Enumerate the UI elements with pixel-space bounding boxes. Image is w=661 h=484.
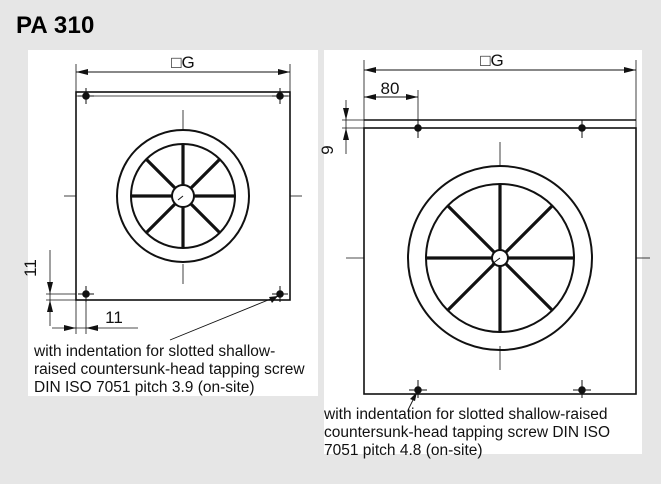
hole-bottom-right <box>573 380 591 398</box>
right-caption: with indentation for slotted shallow-rai… <box>324 406 611 459</box>
hole-top-left <box>78 88 94 104</box>
left-leader-line <box>169 295 279 341</box>
hole-bottom-left <box>409 380 427 398</box>
right-technical-drawing: □G 80 9 <box>318 51 650 411</box>
right-fan-grille <box>407 165 593 351</box>
section-title: PA 310 <box>16 12 95 39</box>
left-vertical-offset-label: 11 <box>21 259 40 277</box>
hole-top-right <box>272 88 288 104</box>
right-horizontal-offset-label: 80 <box>381 79 400 98</box>
left-width-dimension-label: □G <box>171 53 195 72</box>
left-fan-grille <box>116 129 250 263</box>
left-drawing-panel: □G <box>21 50 318 396</box>
hole-top-left <box>409 120 427 138</box>
hole-bottom-left <box>78 286 94 302</box>
hole-top-right <box>573 120 591 138</box>
left-horizontal-offset-label: 11 <box>105 308 123 327</box>
right-width-dimension-label: □G <box>480 51 504 70</box>
right-drawing-panel: □G 80 9 <box>318 50 650 459</box>
hole-bottom-right <box>272 286 288 302</box>
left-technical-drawing: □G <box>21 53 302 341</box>
left-mounting-holes <box>78 88 288 302</box>
right-mounting-holes <box>409 120 591 398</box>
right-vertical-offset-label: 9 <box>318 145 337 154</box>
left-caption: with indentation for slotted shallow- ra… <box>34 343 305 396</box>
right-plate-outline <box>363 127 637 395</box>
